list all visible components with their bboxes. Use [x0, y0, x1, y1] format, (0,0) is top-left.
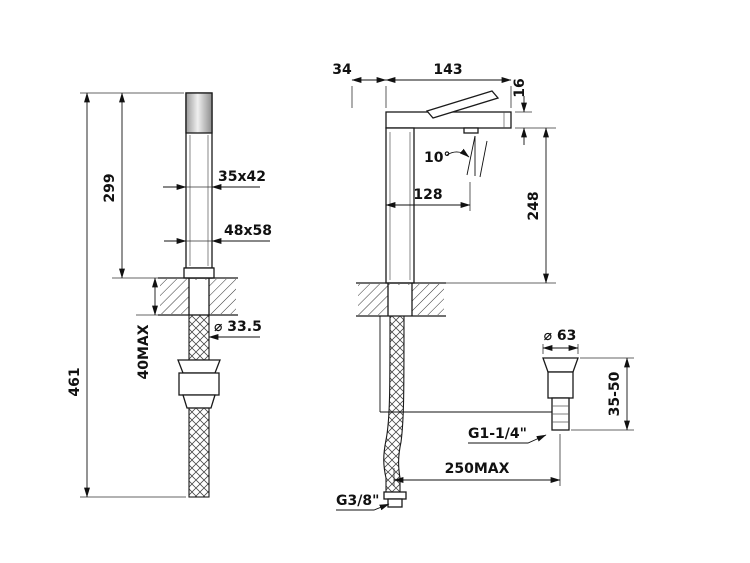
dim-back-offset: 34	[332, 62, 387, 108]
dim-hose-reach-label: 250MAX	[445, 461, 510, 477]
hose-fitting	[387, 498, 403, 508]
dim-shank-diameter-label: ⌀ 33.5	[214, 319, 262, 335]
side-deck	[158, 277, 238, 316]
popup-rod	[379, 316, 552, 413]
hose-nut	[383, 491, 407, 500]
dim-spout-length-label: 143	[433, 62, 462, 78]
callout-supply-thread-label: G3/8"	[336, 493, 379, 509]
callout-supply-thread: G3/8"	[336, 493, 390, 511]
dim-total-height: 461	[67, 92, 186, 498]
dim-waste-diameter-label: ⌀ 63	[544, 328, 577, 344]
dim-waste-height-range: 35-50	[571, 357, 634, 431]
dim-aerator-reach-label: 128	[413, 187, 442, 203]
front-faucet-body	[385, 111, 512, 284]
dim-spout-height: 248	[446, 127, 556, 284]
aerator	[463, 127, 479, 134]
dim-hose-reach: 250MAX	[393, 434, 561, 486]
dim-body-section: 35x42	[163, 169, 266, 190]
dim-counter-max: 40MAX	[136, 277, 158, 380]
dim-spout-length: 143	[385, 62, 512, 108]
dim-stream-angle-label: 10°	[424, 150, 450, 166]
callout-waste-thread: G1-1/4"	[468, 426, 547, 444]
supply-hose	[383, 315, 407, 508]
dim-base-section: 48x58	[164, 223, 272, 244]
dim-body-section-label: 35x42	[218, 169, 266, 185]
dim-back-offset-label: 34	[332, 62, 352, 78]
side-shank-and-waste	[177, 314, 221, 498]
side-view: 299 461 40MAX 35x42 48x58	[67, 92, 272, 498]
front-handle	[425, 90, 500, 119]
dim-spout-thickness: 16	[512, 78, 556, 145]
dim-aerator-reach: 128	[385, 182, 471, 211]
stream-angle-indicator: 10°	[424, 135, 488, 178]
dim-body-height-label: 299	[102, 173, 118, 202]
dim-total-height-label: 461	[67, 367, 83, 396]
dim-spout-height-label: 248	[526, 191, 542, 220]
front-deck	[356, 282, 446, 317]
callout-waste-thread-label: G1-1/4"	[468, 426, 527, 442]
dim-base-section-label: 48x58	[224, 223, 272, 239]
dim-spout-thickness-label: 16	[512, 78, 528, 97]
front-view: 10°	[332, 62, 634, 511]
front-waste	[542, 357, 579, 431]
dim-waste-height-range-label: 35-50	[607, 371, 623, 416]
dim-counter-max-label: 40MAX	[136, 324, 152, 379]
dim-waste-diameter: ⌀ 63	[542, 328, 579, 354]
side-faucet-body	[183, 92, 215, 279]
dim-shank-diameter: ⌀ 33.5	[208, 319, 262, 340]
dim-body-height: 299	[80, 92, 184, 279]
